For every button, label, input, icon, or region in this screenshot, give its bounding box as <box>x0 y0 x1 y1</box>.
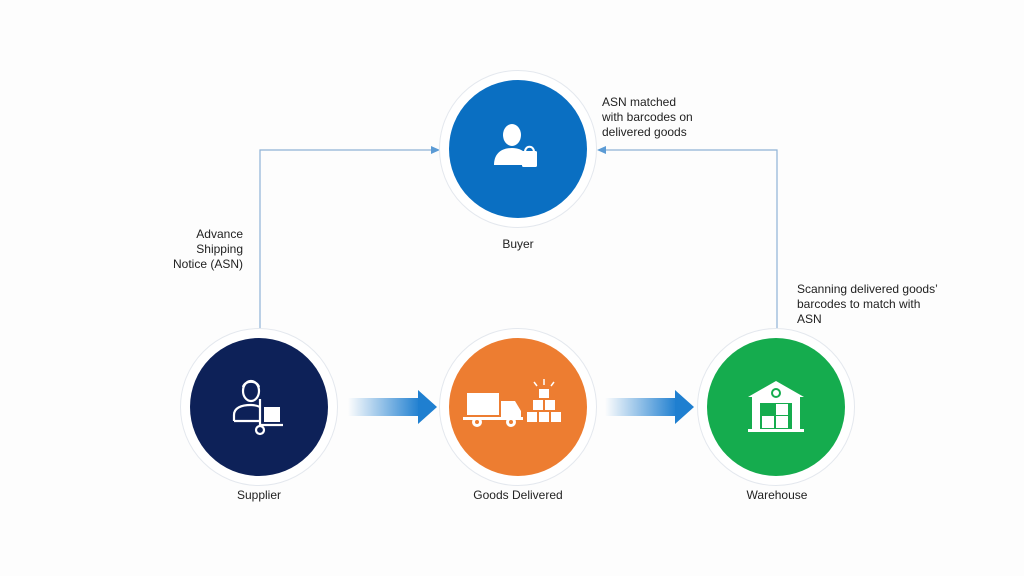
warehouse-node <box>697 328 855 486</box>
scanning-note-line: Scanning delivered goods’ <box>797 282 938 296</box>
asn-note-line: Notice (ASN) <box>172 257 243 271</box>
buyer-with-shopping-bag-icon <box>494 124 537 167</box>
scanning-note-line: ASN <box>797 312 822 326</box>
supplier-circle <box>190 338 328 476</box>
scanning-note-line: barcodes to match with <box>797 297 921 311</box>
warehouse-circle <box>707 338 845 476</box>
scan-connector <box>597 146 778 330</box>
asn-matched-note-line: with barcodes on <box>602 110 693 124</box>
scanning-note: Scanning delivered goods’ barcodes to ma… <box>797 282 938 327</box>
asn-note: Advance Shipping Notice (ASN) <box>150 227 243 272</box>
asn-connector <box>259 146 440 330</box>
supplier-with-hand-truck-icon <box>232 379 283 436</box>
warehouse-label: Warehouse <box>746 488 808 502</box>
supplier-label: Supplier <box>236 488 282 502</box>
asn-note-line: Shipping <box>196 242 243 256</box>
flow-arrow-goods-to-warehouse <box>605 390 694 424</box>
asn-matched-note: ASN matched with barcodes on delivered g… <box>602 95 693 140</box>
buyer-label: Buyer <box>502 237 534 251</box>
buyer-circle <box>449 80 587 218</box>
asn-matched-note-line: delivered goods <box>602 125 687 139</box>
goods-delivered-label: Goods Delivered <box>473 488 563 502</box>
asn-matched-note-line: ASN matched <box>602 95 677 109</box>
goods-delivered-node <box>439 328 597 486</box>
delivery-truck-boxes-icon <box>463 379 561 427</box>
asn-note-line: Advance <box>196 227 243 241</box>
warehouse-icon <box>748 381 804 432</box>
supplier-node <box>180 328 338 486</box>
flow-arrow-supplier-to-goods <box>348 390 437 424</box>
buyer-node <box>439 70 597 228</box>
goods-delivered-circle <box>449 338 587 476</box>
